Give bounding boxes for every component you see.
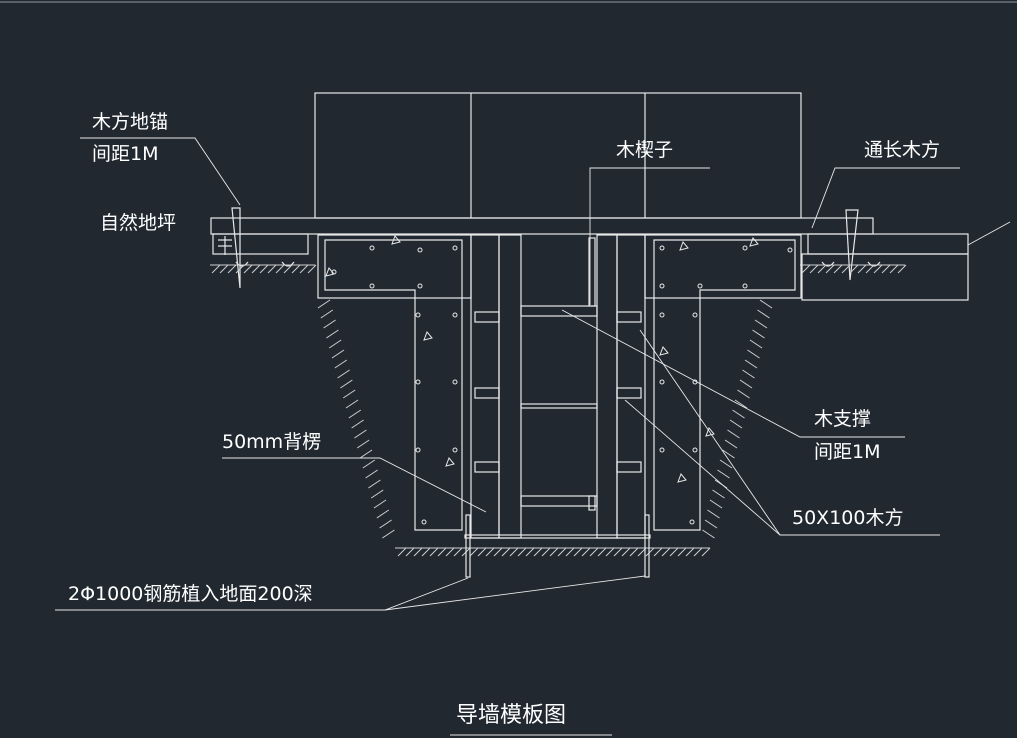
leader-lines <box>55 137 1011 736</box>
concrete-wall-right <box>653 239 796 531</box>
ground-anchor-right <box>821 209 881 281</box>
timber-braces <box>474 237 642 511</box>
long-timber-beam <box>210 217 969 301</box>
label-long-timber: 通长木方 <box>864 139 940 161</box>
label-natural-ground: 自然地坪 <box>100 212 176 234</box>
label-brace-line2: 间距1M <box>814 441 880 463</box>
upper-formwork <box>314 92 802 219</box>
concrete-wall-left <box>324 239 463 531</box>
concrete-aggregate <box>325 235 793 525</box>
label-anchor-line2: 间距1M <box>92 143 158 165</box>
label-brace-line1: 木支撑 <box>814 408 871 430</box>
drawing-title: 导墙模板图 <box>456 703 566 728</box>
label-rebar: 2Φ1000钢筋植入地面200深 <box>68 583 313 605</box>
label-anchor-line1: 木方地锚 <box>92 111 168 133</box>
rebar-stubs <box>465 514 650 578</box>
hatch-marks <box>211 264 907 557</box>
label-timber-50x100: 50X100木方 <box>792 507 903 529</box>
ground-anchor-left <box>218 207 295 289</box>
label-wedge: 木楔子 <box>616 139 673 161</box>
trench-outline <box>317 234 802 531</box>
formwork-boards <box>464 234 651 539</box>
label-back-board: 50mm背楞 <box>222 431 321 453</box>
